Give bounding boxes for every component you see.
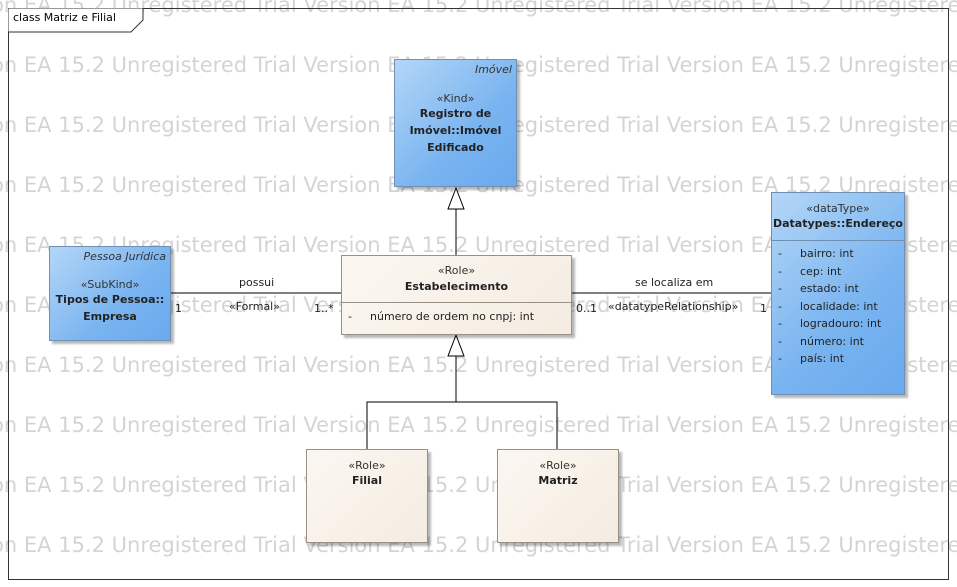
association-stereotype-localiza: «datatypeRelationship» — [608, 300, 739, 313]
attribute-row: - localidade: int — [778, 298, 904, 316]
association-name-localiza: se localiza em — [635, 276, 714, 289]
multiplicity-label: 0..1 — [576, 302, 597, 315]
stereotype-label: «Kind» — [436, 92, 475, 105]
attribute-row: - número: int — [778, 333, 904, 351]
multiplicity-label: 1..* — [314, 302, 334, 315]
attribute-row: - logradouro: int — [778, 315, 904, 333]
stereotype-label: «dataType» — [806, 202, 870, 215]
attribute-row: - bairro: int — [778, 245, 904, 263]
visibility-marker: - — [778, 299, 782, 313]
class-matriz[interactable]: «Role» Matriz — [497, 449, 619, 543]
stereotype-label: «Role» — [539, 459, 577, 472]
attribute-row: - estado: int — [778, 280, 904, 298]
visibility-marker: - — [778, 317, 782, 330]
multiplicity-label: 1 — [760, 302, 767, 315]
package-tag: Pessoa Jurídica — [83, 250, 166, 263]
class-estabelecimento[interactable]: «Role» Estabelecimento - número de ordem… — [341, 255, 572, 335]
class-name-line: Imóvel::Imóvel — [409, 124, 502, 137]
visibility-marker: - — [778, 247, 782, 260]
attribute-text: número: int — [800, 334, 864, 348]
attribute-row: - país: int — [778, 350, 904, 368]
class-name-line: Edificado — [427, 141, 484, 154]
attribute-text: localidade: int — [800, 299, 878, 313]
class-name: Matriz — [538, 474, 578, 487]
association-name-possui: possui — [239, 276, 275, 289]
generalization-arrowhead — [447, 333, 465, 357]
stereotype-label: «SubKind» — [80, 278, 140, 291]
class-tipos-de-pessoa[interactable]: Pessoa Jurídica «SubKind» Tipos de Pesso… — [49, 246, 171, 341]
visibility-marker: - — [778, 352, 782, 365]
attribute-text: estado: int — [800, 282, 859, 295]
visibility-marker: - — [778, 264, 782, 278]
attribute-compartment: - número de ordem no cnpj: int — [342, 302, 571, 326]
class-name-line: Registro de — [419, 107, 492, 120]
generalization-edge-roles-estabelecimento — [366, 356, 558, 449]
frame-title-tab — [8, 8, 144, 33]
class-name: Datatypes::Endereço — [773, 217, 903, 230]
visibility-marker: - — [778, 334, 782, 348]
stereotype-label: «Role» — [348, 459, 386, 472]
stereotype-label: «Role» — [437, 264, 476, 277]
generalization-arrowhead — [447, 186, 465, 210]
attribute-text: país: int — [800, 352, 845, 365]
attribute-text: logradouro: int — [800, 317, 882, 330]
diagram-frame — [8, 8, 949, 580]
frame-title: class Matriz e Filial — [13, 11, 116, 24]
attribute-text: cep: int — [800, 264, 842, 278]
class-registro-imovel[interactable]: Imóvel «Kind» Registro de Imóvel::Imóvel… — [394, 59, 517, 187]
class-name-line: Empresa — [83, 310, 137, 323]
multiplicity-label: 1 — [175, 302, 182, 315]
class-name-line: Tipos de Pessoa:: — [55, 293, 165, 306]
attribute-text: número de ordem no cnpj: int — [370, 310, 535, 323]
attribute-text: bairro: int — [800, 247, 854, 260]
class-endereco[interactable]: «dataType» Datatypes::Endereço - bairro: … — [771, 192, 905, 395]
visibility-marker: - — [348, 310, 352, 323]
class-name: Filial — [351, 474, 383, 487]
class-filial[interactable]: «Role» Filial — [306, 449, 428, 543]
attribute-compartment: - bairro: int - cep: int - estado: int - loc… — [772, 240, 904, 368]
package-tag: Imóvel — [474, 63, 512, 76]
association-stereotype-possui: «Formal» — [229, 300, 280, 313]
visibility-marker: - — [778, 282, 782, 295]
attribute-row: - cep: int — [778, 263, 904, 281]
attribute-row: - número de ordem no cnpj: int — [348, 308, 571, 326]
class-name: Estabelecimento — [404, 280, 509, 293]
